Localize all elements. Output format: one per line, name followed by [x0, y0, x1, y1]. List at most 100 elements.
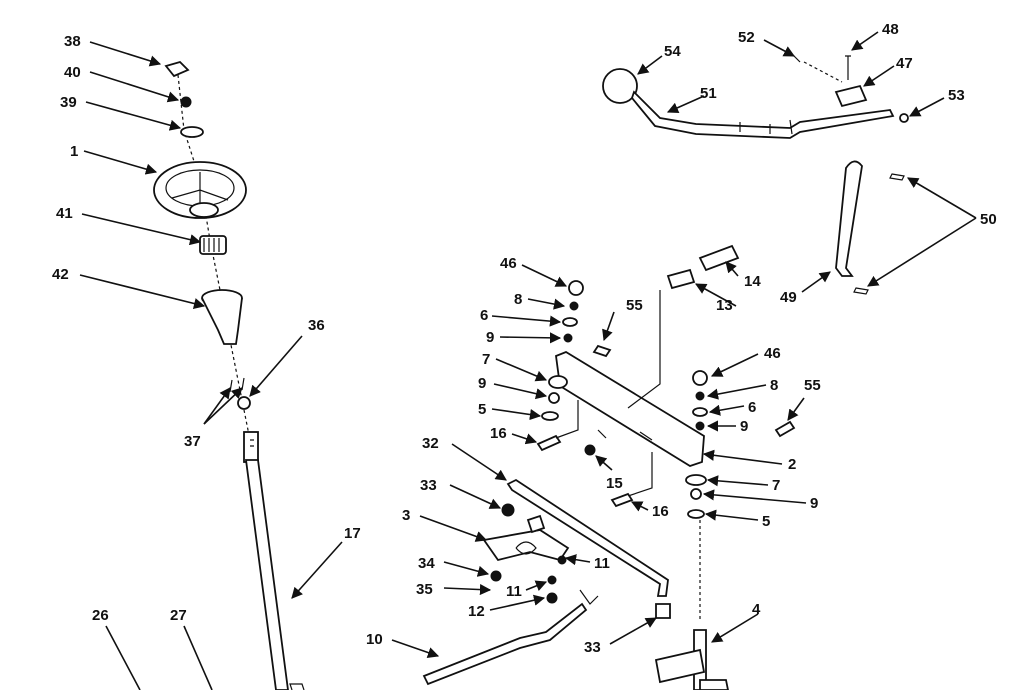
pivot-line	[627, 290, 661, 409]
rod-a	[555, 400, 579, 439]
column-shaft-part	[243, 431, 289, 690]
washer5b	[687, 509, 705, 519]
nut-part	[180, 96, 192, 108]
callout-37: 37	[184, 433, 201, 450]
bolt-part	[845, 55, 851, 80]
tie-rod-end	[579, 589, 599, 605]
pins-part	[229, 377, 245, 393]
callout-6a: 6	[480, 307, 488, 324]
callout-46b: 46	[764, 345, 781, 362]
drag-link32	[506, 478, 669, 597]
steering-column-assembly	[153, 60, 305, 690]
washer6a	[562, 317, 578, 327]
pin16b	[610, 492, 634, 508]
lever-detail	[739, 119, 793, 135]
column-base	[289, 683, 305, 690]
screw-part	[793, 55, 801, 63]
bolt11b	[547, 575, 557, 585]
callout-2: 2	[788, 456, 796, 473]
callout-53: 53	[948, 87, 965, 104]
callout-51: 51	[700, 85, 717, 102]
callout-33a: 33	[420, 477, 437, 494]
callout-8a: 8	[514, 291, 522, 308]
callout-47: 47	[896, 55, 913, 72]
nut12	[546, 592, 558, 604]
lever-part	[630, 90, 895, 139]
boot-part	[201, 289, 243, 345]
callout-41: 41	[56, 205, 73, 222]
callout-16a: 16	[490, 425, 507, 442]
callout-3: 3	[402, 507, 410, 524]
callout-33b: 33	[584, 639, 601, 656]
fitting55b	[774, 420, 796, 438]
callout-11b: 11	[506, 583, 522, 600]
drag-link-assembly	[422, 478, 671, 686]
callout-7b: 7	[772, 477, 780, 494]
spindle-top-b	[685, 474, 707, 486]
callout-11a: 11	[594, 555, 610, 572]
callout-55a: 55	[626, 297, 643, 314]
callout-26: 26	[92, 607, 109, 624]
callout-32: 32	[422, 435, 439, 452]
callout-labels: 38 40 39 1 41 42 36 37 17 26 27 54 52 48…	[52, 21, 997, 656]
steering-wheel-part	[153, 161, 247, 219]
callout-50: 50	[980, 211, 997, 228]
steering-sector3	[482, 514, 570, 562]
adapter-part	[199, 235, 227, 255]
cap-part	[164, 60, 190, 78]
callout-9d: 9	[810, 495, 818, 512]
nut8b	[695, 391, 705, 401]
rod-part	[835, 160, 863, 277]
callout-36: 36	[308, 317, 325, 334]
callout-5b: 5	[762, 513, 770, 530]
front-axle-assembly	[536, 244, 796, 690]
callout-10: 10	[366, 631, 383, 648]
bracket-part	[834, 84, 868, 108]
dash-52	[803, 61, 843, 83]
spindle-top-a	[548, 375, 568, 389]
lift-lever-assembly	[602, 55, 909, 139]
washer-part	[180, 126, 204, 138]
nut15	[584, 444, 596, 456]
callout-1: 1	[70, 143, 78, 160]
bushing9c	[695, 421, 705, 431]
callout-5a: 5	[478, 401, 486, 418]
cap46b	[692, 370, 708, 386]
callout-9b: 9	[478, 375, 486, 392]
callout-27: 27	[170, 607, 187, 624]
nut33a	[501, 503, 515, 517]
callout-6b: 6	[748, 399, 756, 416]
nut34	[490, 570, 502, 582]
callout-13: 13	[716, 297, 733, 314]
callout-48: 48	[882, 21, 899, 38]
leader-lines	[79, 31, 977, 690]
clip-bottom	[853, 287, 869, 295]
washer5a	[541, 411, 559, 421]
callout-15: 15	[606, 475, 623, 492]
callout-34: 34	[418, 555, 435, 572]
callout-49: 49	[780, 289, 797, 306]
callout-52: 52	[738, 29, 755, 46]
tube13	[666, 268, 696, 290]
callout-42: 42	[52, 266, 69, 283]
bushing-part	[237, 396, 251, 410]
callout-16b: 16	[652, 503, 669, 520]
callout-46a: 46	[500, 255, 517, 272]
bushing9b	[548, 392, 560, 404]
callout-40: 40	[64, 64, 81, 81]
knob-part	[602, 68, 638, 104]
washer6b	[692, 407, 708, 417]
callout-17: 17	[344, 525, 361, 542]
rod-b	[621, 452, 653, 499]
cap46a	[568, 280, 584, 296]
pin16a	[536, 434, 562, 452]
spindle4	[654, 629, 729, 690]
callout-8b: 8	[770, 377, 778, 394]
lift-rod-assembly	[835, 160, 905, 295]
callout-38: 38	[64, 33, 81, 50]
bushing9a	[563, 333, 573, 343]
clip-top	[889, 173, 905, 181]
callout-9c: 9	[740, 418, 748, 435]
nut8a	[569, 301, 579, 311]
